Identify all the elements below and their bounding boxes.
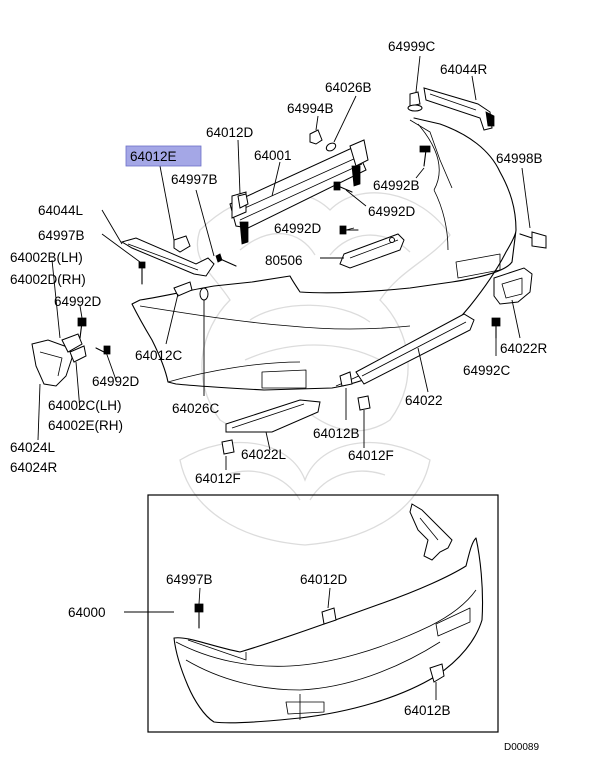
- bracket-64044R: [423, 87, 495, 131]
- label-64992D-mid[interactable]: 64992D: [368, 204, 416, 219]
- label-64012B-mid[interactable]: 64012B: [313, 426, 360, 441]
- label-64022[interactable]: 64022: [405, 393, 443, 408]
- bracket-80506: [339, 233, 405, 269]
- label-64000[interactable]: 64000: [68, 605, 106, 620]
- label-64022R[interactable]: 64022R: [500, 341, 548, 356]
- label-64997B-left[interactable]: 64997B: [38, 228, 85, 243]
- label-64024R[interactable]: 64024R: [10, 460, 58, 475]
- label-64044L[interactable]: 64044L: [38, 203, 84, 218]
- leader-lines: [37, 55, 531, 470]
- highlight-64012E: [125, 145, 202, 167]
- label-64002E[interactable]: 64002E(RH): [48, 418, 123, 433]
- label-64012F-right[interactable]: 64012F: [348, 448, 394, 463]
- reflector-64022R: [493, 267, 533, 305]
- fasteners: [77, 91, 547, 455]
- label-64992D-left[interactable]: 64992D: [54, 294, 102, 309]
- label-64002C[interactable]: 64002C(LH): [48, 398, 122, 413]
- label-64992D-lower[interactable]: 64992D: [92, 374, 140, 389]
- label-64001[interactable]: 64001: [254, 148, 292, 163]
- assembly-box: [124, 494, 499, 733]
- label-64992D-center[interactable]: 64992D: [274, 221, 322, 236]
- label-64002B[interactable]: 64002B(LH): [10, 250, 83, 265]
- label-64026C[interactable]: 64026C: [172, 401, 220, 416]
- reflector-64022: [355, 313, 475, 385]
- label-64012D-top[interactable]: 64012D: [206, 125, 254, 140]
- clip-64002: [61, 333, 87, 363]
- reflector-64022L: [225, 399, 321, 433]
- label-64997B-box[interactable]: 64997B: [166, 572, 213, 587]
- label-64044R[interactable]: 64044R: [440, 62, 488, 77]
- label-64012E[interactable]: 64012E: [130, 149, 177, 164]
- bracket-64044L: [120, 237, 215, 277]
- part-labels: 64999C 64044R 64026B 64994B 64012D 64001…: [10, 39, 548, 753]
- label-64002D[interactable]: 64002D(RH): [10, 272, 86, 287]
- diagram-code: D00089: [504, 742, 539, 753]
- label-64012D-box[interactable]: 64012D: [300, 572, 348, 587]
- label-64012F-left[interactable]: 64012F: [195, 471, 241, 486]
- label-64997B-top[interactable]: 64997B: [171, 172, 218, 187]
- label-64026B[interactable]: 64026B: [325, 80, 372, 95]
- label-64012C[interactable]: 64012C: [135, 348, 183, 363]
- watermark: [179, 191, 451, 546]
- label-64994B[interactable]: 64994B: [287, 101, 334, 116]
- label-64998B[interactable]: 64998B: [496, 151, 543, 166]
- label-64022L[interactable]: 64022L: [241, 447, 287, 462]
- label-64999C[interactable]: 64999C: [388, 39, 436, 54]
- label-80506[interactable]: 80506: [265, 253, 303, 268]
- label-64012B-box[interactable]: 64012B: [404, 703, 451, 718]
- bracket-64024L: [31, 339, 73, 387]
- label-64992C[interactable]: 64992C: [463, 363, 511, 378]
- label-64024L[interactable]: 64024L: [10, 440, 56, 455]
- label-64992B[interactable]: 64992B: [373, 178, 420, 193]
